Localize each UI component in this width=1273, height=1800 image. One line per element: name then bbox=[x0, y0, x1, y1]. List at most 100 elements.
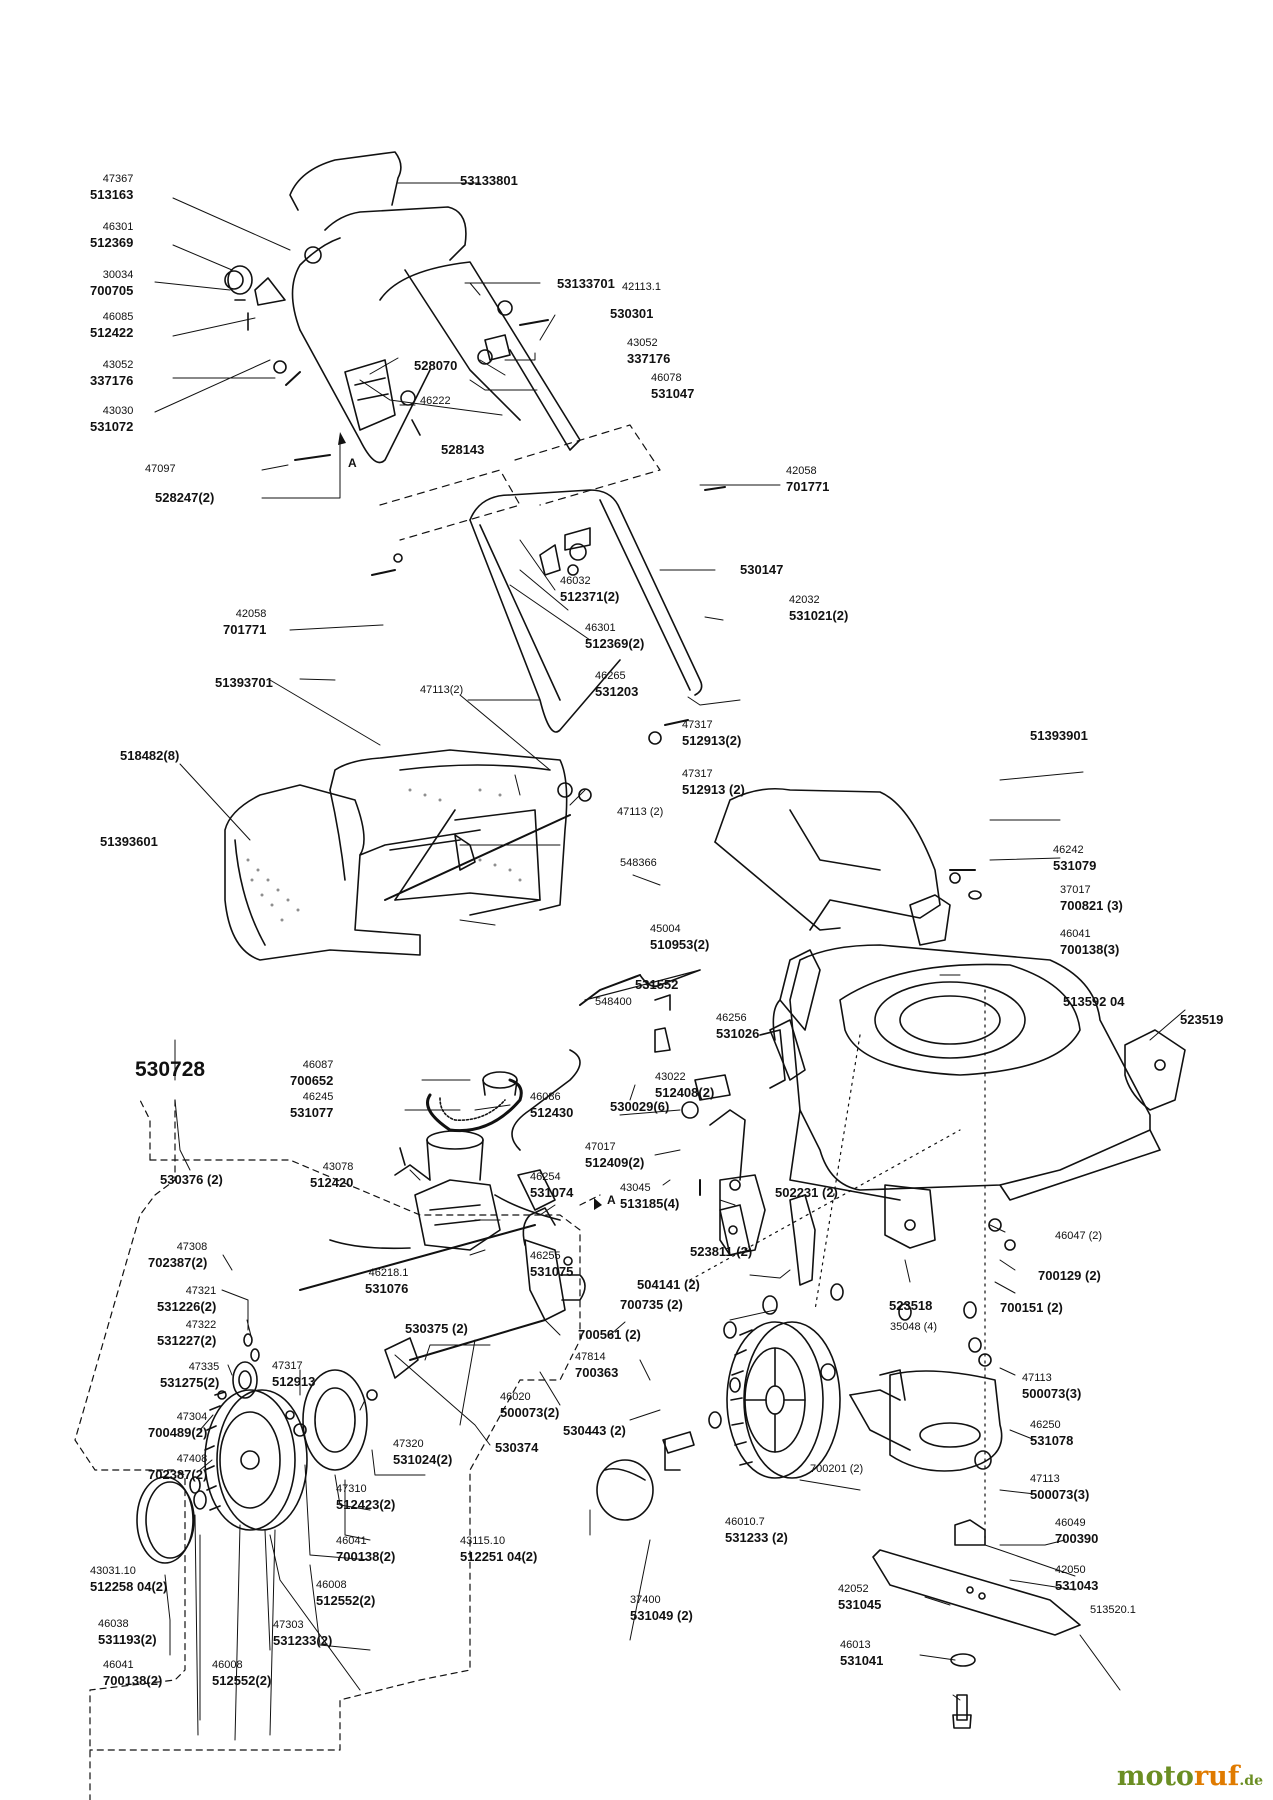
order-code: 702387(2) bbox=[148, 1467, 208, 1482]
order-code: 531041 bbox=[840, 1653, 884, 1668]
part-label: 700735 (2) bbox=[620, 1297, 683, 1312]
part-number: 42113.1 bbox=[622, 281, 661, 293]
order-code: 700652 bbox=[290, 1073, 334, 1088]
order-code: 530147 bbox=[740, 562, 784, 577]
part-label: 528247(2) bbox=[155, 490, 214, 505]
hub-cap bbox=[136, 1476, 195, 1564]
order-code: 531021(2) bbox=[789, 608, 849, 623]
part-number: 46254 bbox=[530, 1171, 561, 1183]
order-code: 513185(4) bbox=[620, 1196, 680, 1211]
order-code: 700151 (2) bbox=[1000, 1300, 1063, 1315]
order-code: 700735 (2) bbox=[620, 1297, 683, 1312]
order-code: 512369(2) bbox=[585, 636, 645, 651]
part-label: 504141 (2) bbox=[637, 1277, 700, 1292]
part-label: 46254 531074 bbox=[530, 1170, 573, 1200]
part-number: 47113 (2) bbox=[617, 806, 664, 818]
part-number: 43031.10 bbox=[90, 1565, 136, 1577]
order-code: 531233 (2) bbox=[725, 1530, 788, 1545]
order-code: 518482(8) bbox=[120, 748, 180, 763]
wheel-cover-disk bbox=[302, 1369, 368, 1471]
order-code: 531275(2) bbox=[160, 1375, 220, 1390]
part-number: 46301 bbox=[102, 221, 134, 233]
part-label: 35048 (4) bbox=[890, 1320, 937, 1335]
part-label: 53133801 bbox=[460, 173, 518, 188]
order-code: 531075 bbox=[530, 1264, 574, 1279]
part-number: 513520.1 bbox=[1090, 1604, 1136, 1616]
order-code: 531074 bbox=[530, 1185, 574, 1200]
part-number: 46087 bbox=[302, 1059, 334, 1071]
axle-bolt bbox=[662, 1431, 695, 1454]
part-label: 46222 bbox=[420, 394, 451, 409]
part-number: 46047 (2) bbox=[1055, 1230, 1103, 1242]
part-number: 548366 bbox=[620, 857, 657, 869]
order-code: 512258 04(2) bbox=[90, 1579, 168, 1594]
arrow-label-a: A bbox=[348, 456, 357, 470]
order-code: 701771 bbox=[786, 479, 830, 494]
part-number: 43030 bbox=[102, 405, 134, 417]
order-code: 531203 bbox=[595, 684, 639, 699]
order-code: 528247(2) bbox=[155, 490, 215, 505]
part-number: 47308 bbox=[176, 1241, 208, 1253]
part-number: 43115.10 bbox=[460, 1535, 506, 1547]
part-label: 530374 bbox=[495, 1440, 538, 1455]
order-code: 512430 bbox=[530, 1105, 574, 1120]
part-label: 53133701 bbox=[557, 276, 615, 291]
order-code: 531026 bbox=[716, 1026, 760, 1041]
part-label: 530029(6) bbox=[610, 1099, 669, 1114]
front-wheel bbox=[726, 1321, 841, 1479]
part-number: 47335 bbox=[188, 1361, 220, 1373]
part-number: 46256 bbox=[716, 1012, 747, 1024]
part-number: 47304 bbox=[176, 1411, 208, 1423]
order-code: 512913(2) bbox=[682, 733, 742, 748]
order-code: 531226(2) bbox=[157, 1299, 217, 1314]
drive-belt bbox=[426, 1078, 523, 1133]
part-number: 47317 bbox=[272, 1360, 303, 1372]
part-label: 530443 (2) bbox=[563, 1423, 626, 1438]
part-number: 46250 bbox=[1030, 1419, 1061, 1431]
part-label: 528143 bbox=[441, 442, 484, 457]
part-number: 42052 bbox=[838, 1583, 869, 1595]
part-number: 43022 bbox=[655, 1071, 686, 1083]
part-number: 46008 bbox=[212, 1659, 243, 1671]
order-code: 531049 (2) bbox=[630, 1608, 693, 1623]
part-number: 46032 bbox=[560, 575, 591, 587]
leader-lines bbox=[154, 182, 1186, 1741]
part-label: 530301 bbox=[610, 306, 653, 321]
order-code: 337176 bbox=[627, 351, 671, 366]
order-code: 530376 (2) bbox=[160, 1172, 223, 1187]
part-label: 42113.1 bbox=[622, 280, 661, 295]
part-number: 47321 bbox=[185, 1285, 217, 1297]
order-code: 513163 bbox=[90, 187, 134, 202]
part-number: 47367 bbox=[102, 173, 134, 185]
order-code: 53133801 bbox=[460, 173, 518, 188]
arrow-label-a: A bbox=[607, 1193, 616, 1207]
part-label: 700561 (2) bbox=[578, 1327, 641, 1342]
order-code: 531072 bbox=[90, 419, 134, 434]
blade-washer bbox=[950, 1653, 976, 1667]
part-label: 548366 bbox=[620, 856, 657, 871]
order-code: 531233(2) bbox=[273, 1633, 333, 1648]
order-code: 513592 04 bbox=[1063, 994, 1125, 1009]
front-hub-cap bbox=[596, 1459, 654, 1521]
order-code: 500073(3) bbox=[1030, 1487, 1090, 1502]
order-code: 512913 (2) bbox=[682, 782, 745, 797]
part-label: 528070 bbox=[414, 358, 457, 373]
part-number: 46301 bbox=[585, 622, 616, 634]
part-number: 43078 bbox=[322, 1161, 354, 1173]
order-code: 530443 (2) bbox=[563, 1423, 626, 1438]
part-number: 42032 bbox=[789, 594, 820, 606]
drive-gear bbox=[232, 1361, 258, 1399]
part-label: 523519 bbox=[1180, 1012, 1223, 1027]
order-code: 51393701 bbox=[215, 675, 273, 690]
